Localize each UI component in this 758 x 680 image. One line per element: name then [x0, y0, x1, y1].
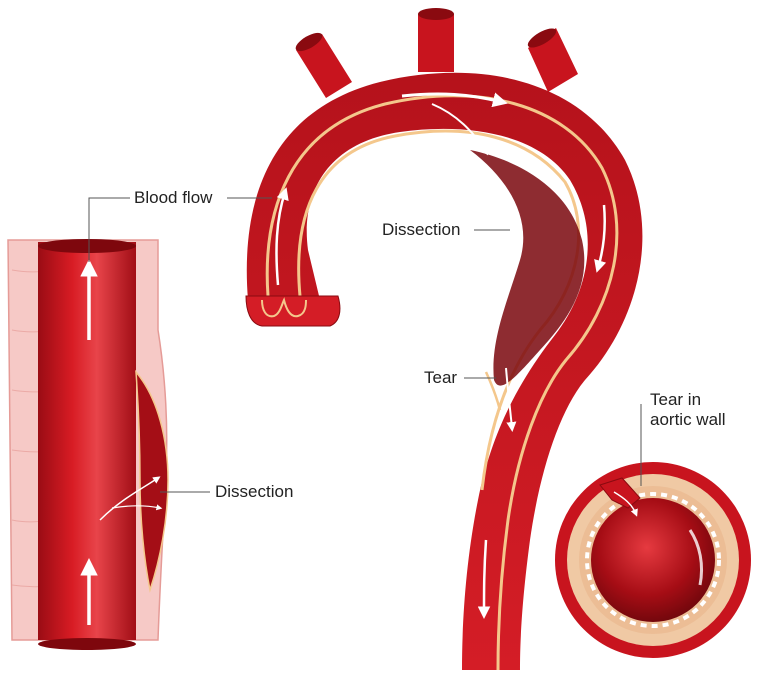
- cross-section-lumen: [591, 498, 715, 622]
- branch-middle: [418, 14, 454, 72]
- aortic-root: [246, 296, 340, 326]
- label-tear: Tear: [424, 368, 457, 388]
- label-tear-in-aortic-wall-line2: aortic wall: [650, 410, 726, 430]
- aorta-cross-section: [555, 462, 751, 658]
- label-blood-flow: Blood flow: [134, 188, 212, 208]
- label-tear-in-aortic-wall-line1: Tear in: [650, 390, 701, 410]
- label-dissection-left: Dissection: [215, 482, 293, 502]
- lumen: [38, 242, 136, 640]
- lumen-opening: [38, 239, 136, 253]
- straight-vessel: [8, 239, 168, 650]
- label-dissection-arch: Dissection: [382, 220, 460, 240]
